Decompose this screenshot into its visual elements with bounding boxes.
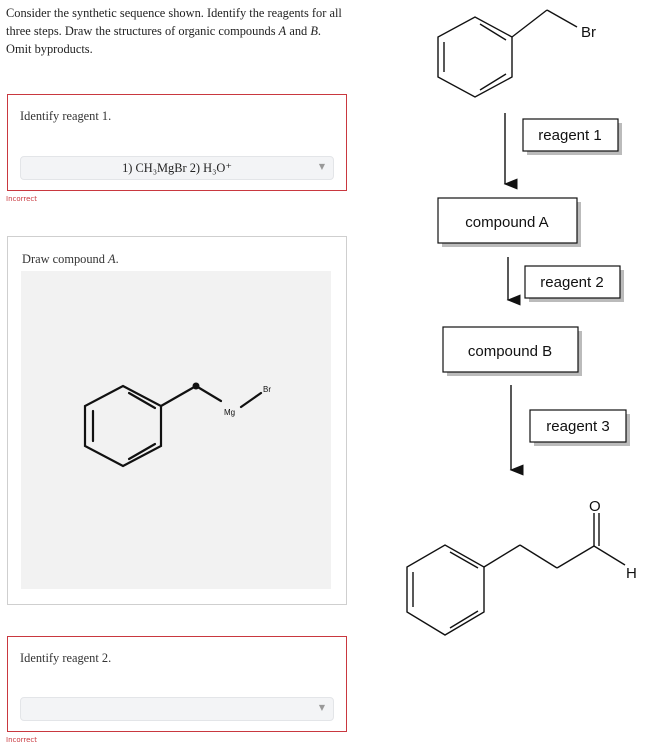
chevron-down-icon: ▼	[318, 703, 325, 712]
reagent-2-label: reagent 2	[540, 274, 603, 291]
intro-compound-a: A	[278, 24, 287, 38]
reagent-1-select[interactable]: 1) CH₃MgBr 2) H₃O⁺ ▼	[20, 156, 334, 180]
draw-prompt-suffix: .	[115, 252, 119, 266]
reagent-2-prompt: Identify reagent 2.	[20, 651, 112, 665]
reagent-1-status: Incorrect	[6, 195, 38, 203]
draw-prompt-compound: A	[108, 252, 116, 266]
reagent-1-selected-value: 1) CH₃MgBr 2) H₃O⁺	[122, 161, 232, 175]
compound-a-box: compound A	[437, 197, 581, 247]
reagent-3-label-box: reagent 3	[529, 409, 630, 446]
reagent-1-card: Identify reagent 1. 1) CH₃MgBr 2) H₃O⁺ ▼	[7, 94, 347, 191]
intro-text: Consider the synthetic sequence shown. I…	[6, 6, 342, 38]
reagent-2-select[interactable]: ▼	[20, 697, 334, 721]
drawing-canvas[interactable]: Mg Br	[21, 271, 331, 589]
intro-compound-b: B	[310, 24, 318, 38]
draw-prompt-prefix: Draw compound	[22, 252, 105, 266]
compound-b-box: compound B	[442, 326, 582, 376]
reagent-2-card: Identify reagent 2. ▼	[7, 636, 347, 732]
starting-br-label: Br	[581, 24, 596, 41]
draw-compound-a-card: Draw compound A. Mg Br	[7, 236, 347, 605]
atom-mg-label: Mg	[224, 408, 235, 417]
reagent-2-status: Incorrect	[6, 736, 38, 744]
drawn-structure: Mg Br	[83, 382, 271, 468]
draw-compound-a-prompt: Draw compound A.	[22, 252, 119, 267]
compound-b-label: compound B	[468, 343, 552, 360]
intro-end: . Omit byproducts.	[6, 24, 322, 56]
radical-dot	[192, 382, 200, 390]
starting-material-structure	[437, 9, 578, 98]
reagent-1-prompt: Identify reagent 1.	[20, 109, 112, 123]
intro-and: and	[289, 24, 308, 38]
question-intro: Consider the synthetic sequence shown. I…	[6, 4, 346, 58]
product-o-label: O	[589, 498, 601, 515]
product-structure	[406, 513, 626, 636]
reagent-1-label-box: reagent 1	[522, 118, 622, 155]
reagent-1-label: reagent 1	[538, 127, 601, 144]
chevron-down-icon: ▼	[318, 162, 325, 171]
product-h-label: H	[626, 565, 637, 582]
compound-a-label: compound A	[465, 214, 548, 231]
reagent-3-label: reagent 3	[546, 418, 609, 435]
atom-br-label: Br	[263, 385, 271, 394]
reagent-2-label-box: reagent 2	[524, 265, 624, 302]
